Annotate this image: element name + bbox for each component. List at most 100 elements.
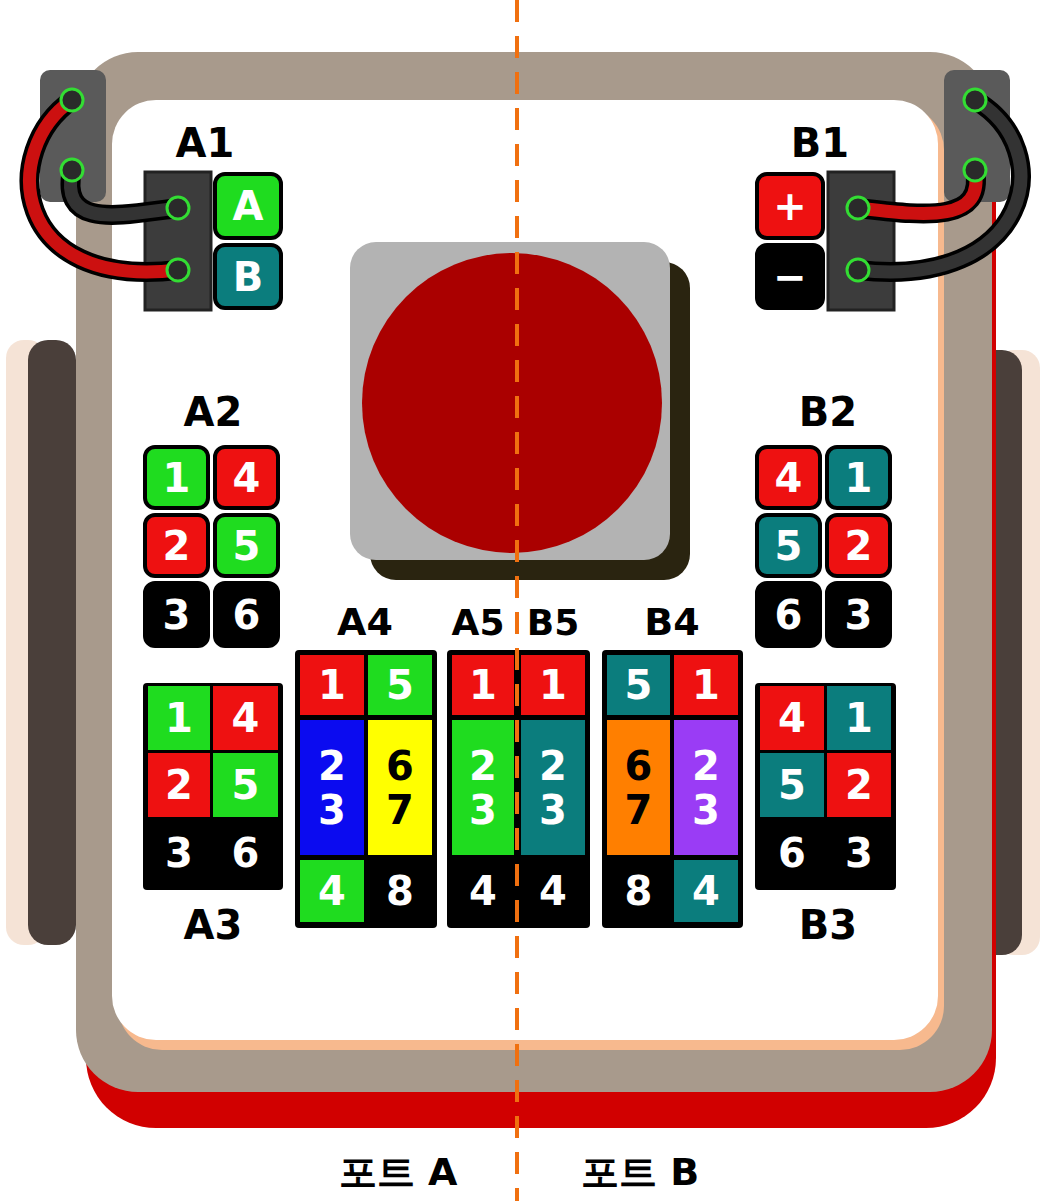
wire-outline [858, 100, 1021, 272]
pin-number: 4 [469, 869, 497, 913]
pin-number: 4 [775, 456, 803, 500]
terminal-block [145, 172, 211, 310]
pin-cell: 23 [521, 720, 585, 855]
connector-housing [755, 683, 896, 890]
pin-number: 3 [539, 788, 567, 832]
pin-number: − [773, 255, 807, 299]
pin-cell: 3 [148, 820, 210, 886]
pin-cell: 1 [452, 655, 514, 715]
pin-number: 2 [845, 763, 873, 807]
pin-cell: 4 [521, 860, 585, 922]
pin-number: B [233, 255, 264, 299]
pin-number: 4 [778, 696, 806, 740]
pin-cell: 1 [827, 686, 891, 750]
pin-number: 2 [692, 744, 720, 788]
pin-cell: 23 [300, 720, 364, 855]
pin-number: 4 [233, 456, 261, 500]
pin-cell: 6 [760, 820, 824, 886]
pin-cell: 1 [143, 445, 210, 510]
port-divider [515, 0, 519, 1201]
pin-cell: 1 [521, 655, 585, 715]
black-wire [70, 170, 178, 215]
connector-label: A5 [452, 602, 505, 643]
pin-cell: 5 [213, 753, 278, 817]
connector-housing [602, 650, 743, 928]
button-base [350, 242, 670, 560]
pin-number: 5 [625, 663, 653, 707]
pin-cell: 6 [213, 820, 278, 886]
pin-number: 5 [233, 524, 261, 568]
red-wire [858, 170, 976, 214]
pin-number: 2 [163, 524, 191, 568]
pin-cell: 67 [607, 720, 670, 855]
pin-number: 2 [539, 744, 567, 788]
pin-number: 6 [625, 744, 653, 788]
pin-cell: 1 [825, 445, 892, 510]
pin-cell: 8 [607, 860, 670, 922]
pin-number: 1 [539, 663, 567, 707]
port-label: 포트 A [339, 1147, 458, 1198]
connector-label: A1 [176, 120, 235, 166]
terminal-block [828, 172, 894, 310]
pin-number: 4 [318, 869, 346, 913]
pin-cell: 4 [674, 860, 738, 922]
pin-number: 6 [386, 744, 414, 788]
pin-cell: 8 [368, 860, 432, 922]
pin-cell: 2 [827, 753, 891, 817]
pin-cell: A [213, 172, 283, 240]
pin-number: 2 [318, 744, 346, 788]
pin-cell: 4 [452, 860, 514, 922]
pin-number: 1 [692, 663, 720, 707]
pin-cell: 5 [755, 513, 822, 578]
pin-cell: 2 [825, 513, 892, 578]
red-wire [30, 100, 178, 272]
black-wire [858, 100, 1021, 272]
pin-number: A [233, 184, 264, 228]
pin-number: 4 [539, 869, 567, 913]
pin-cell: 4 [760, 686, 824, 750]
pin-number: 4 [692, 869, 720, 913]
pin-number: 1 [165, 696, 193, 740]
pin-number: 2 [845, 524, 873, 568]
pin-number: 1 [469, 663, 497, 707]
pin-number: 3 [845, 593, 873, 637]
pin-number: 3 [318, 788, 346, 832]
pin-number: 6 [778, 831, 806, 875]
pin-cell: 3 [827, 820, 891, 886]
connector-label: A3 [184, 902, 243, 948]
connector-housing [295, 650, 437, 928]
pin-cell: 6 [755, 581, 822, 648]
pin-number: 2 [469, 744, 497, 788]
pin-number: 6 [775, 593, 803, 637]
pin-cell: 1 [674, 655, 738, 715]
pin-number: + [773, 184, 807, 228]
connector-label: B5 [527, 602, 580, 643]
pin-cell: 2 [148, 753, 210, 817]
pin-cell: B [213, 243, 283, 310]
pin-cell: 5 [213, 513, 280, 578]
connector-label: B2 [799, 389, 857, 435]
pin-number: 5 [775, 524, 803, 568]
pin-cell: 6 [213, 581, 280, 648]
pin-number: 1 [845, 696, 873, 740]
wire-outline [30, 100, 178, 272]
pin-cell: 23 [674, 720, 738, 855]
pin-number: 6 [232, 831, 260, 875]
pin-number: 7 [625, 788, 653, 832]
button-cap [362, 253, 662, 553]
connector-label: B3 [799, 902, 857, 948]
wire-outline [70, 170, 178, 215]
connector-label: B1 [791, 120, 849, 166]
pin-cell: 1 [148, 686, 210, 750]
pin-number: 1 [318, 663, 346, 707]
pin-number: 5 [386, 663, 414, 707]
pin-cell: 4 [300, 860, 364, 922]
pin-cell: 5 [607, 655, 670, 715]
side-grip [28, 340, 76, 945]
pin-number: 6 [233, 593, 261, 637]
connector-label: A4 [337, 600, 393, 644]
pin-cell: 4 [213, 686, 278, 750]
pin-cell: 5 [760, 753, 824, 817]
pin-number: 3 [163, 593, 191, 637]
